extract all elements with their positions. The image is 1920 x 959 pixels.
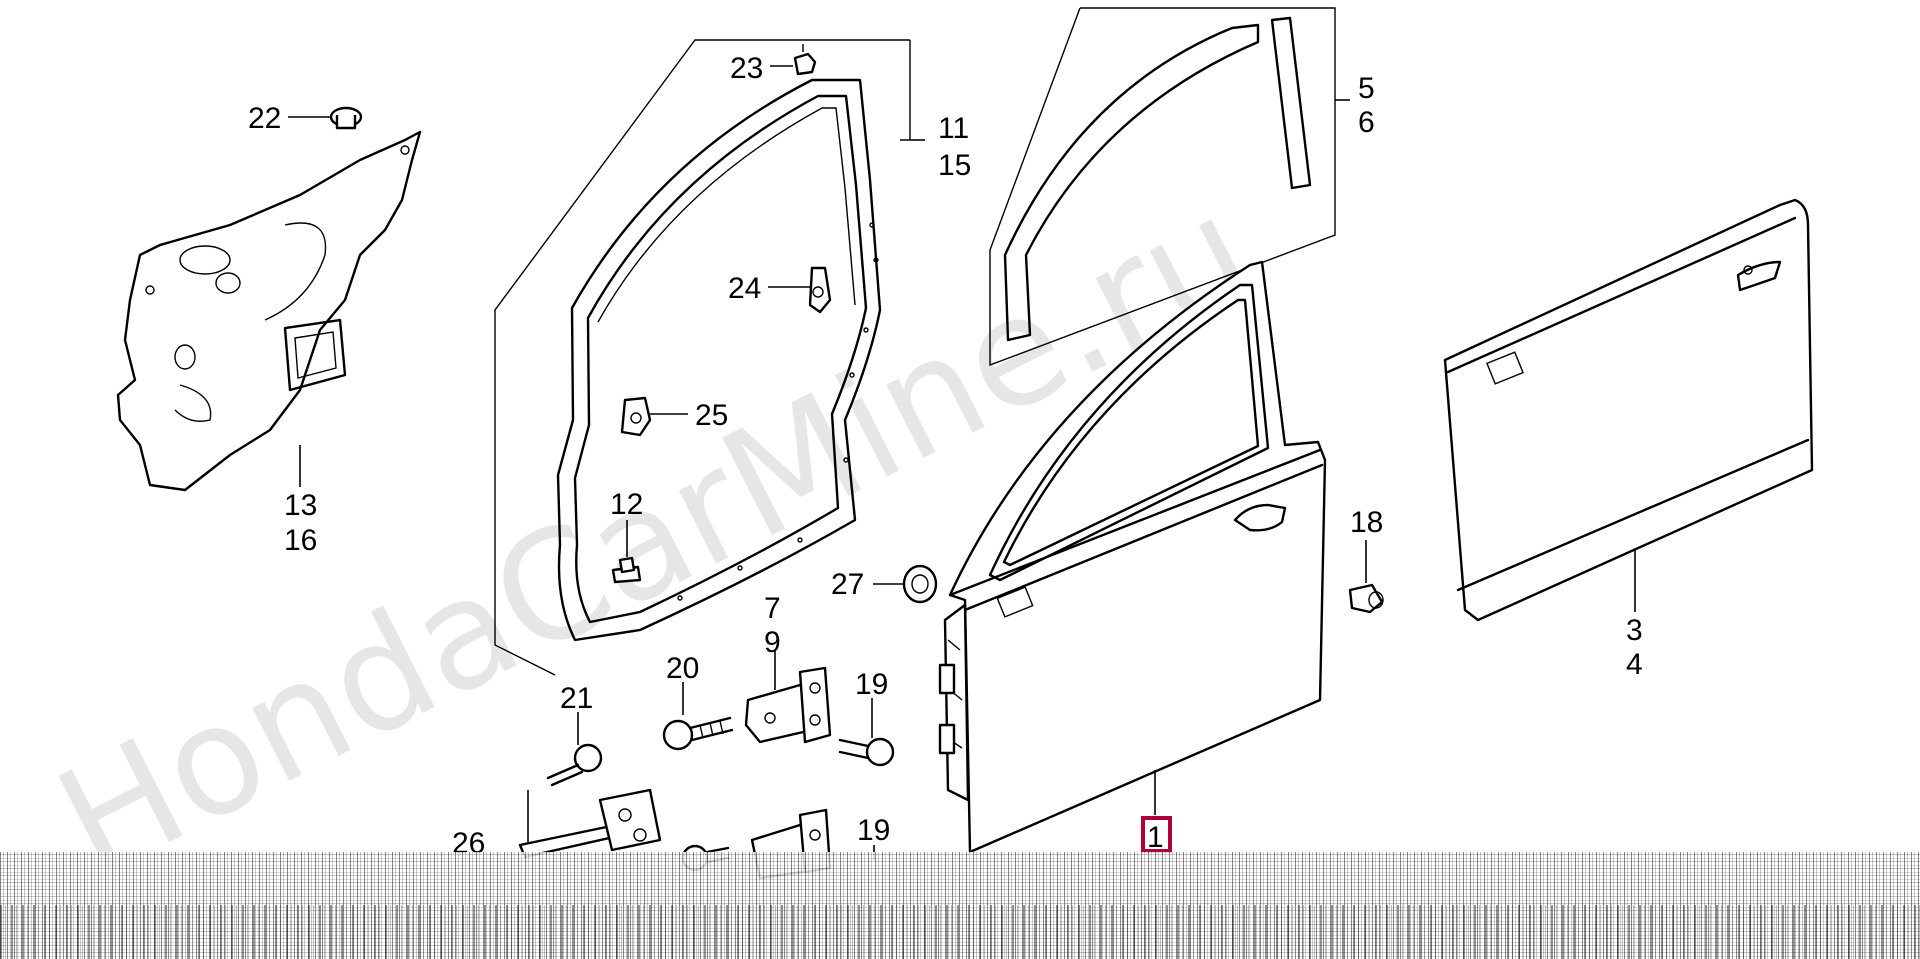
callout-19-lower[interactable]: 19 <box>857 814 890 847</box>
weatherstrip-bracket-side <box>900 40 912 141</box>
callout-23[interactable]: 23 <box>730 52 763 85</box>
callout-18[interactable]: 18 <box>1350 506 1383 539</box>
callout-25[interactable]: 25 <box>695 399 728 432</box>
callout-12[interactable]: 12 <box>610 488 643 521</box>
callout-1[interactable]: 1 <box>1147 821 1164 854</box>
grommet-27[interactable] <box>902 564 938 604</box>
door-sheet-part[interactable] <box>116 130 422 492</box>
scan-noise-band-lower <box>0 905 1920 959</box>
callout-3[interactable]: 3 <box>1626 614 1643 647</box>
callout-5[interactable]: 5 <box>1358 72 1375 105</box>
callout-20[interactable]: 20 <box>666 652 699 685</box>
bolt-21[interactable] <box>546 743 603 787</box>
grommet-22[interactable] <box>329 106 363 130</box>
door-weatherstrip-part[interactable] <box>556 78 882 642</box>
callout-22[interactable]: 22 <box>248 102 281 135</box>
clip-12[interactable] <box>611 556 642 584</box>
callout-9[interactable]: 9 <box>764 626 781 659</box>
sash-bracket <box>989 7 1336 367</box>
weatherstrip-bracket <box>494 39 910 676</box>
door-checker-26[interactable] <box>518 788 662 859</box>
front-door-assembly-part[interactable] <box>938 260 1327 854</box>
callout-19-upper[interactable]: 19 <box>855 668 888 701</box>
callout-27[interactable]: 27 <box>831 568 864 601</box>
callout-7[interactable]: 7 <box>764 592 781 625</box>
callout-16[interactable]: 16 <box>284 524 317 557</box>
scan-noise-band <box>0 852 1920 959</box>
callout-13[interactable]: 13 <box>284 489 317 522</box>
callout-11[interactable]: 11 <box>938 112 969 145</box>
callout-21[interactable]: 21 <box>560 682 593 715</box>
callout-24[interactable]: 24 <box>728 272 761 305</box>
callout-4[interactable]: 4 <box>1626 648 1643 681</box>
bumper-18[interactable] <box>1348 583 1384 614</box>
callout-6[interactable]: 6 <box>1358 106 1375 139</box>
hinge-upper-7-9[interactable] <box>744 666 832 744</box>
bolt-20[interactable] <box>662 716 734 751</box>
clip-25[interactable] <box>620 396 652 437</box>
door-skin-part[interactable] <box>1443 198 1814 622</box>
sash-molding-part[interactable] <box>1003 16 1312 342</box>
clip-23[interactable] <box>793 44 817 76</box>
callout-15[interactable]: 15 <box>938 149 971 182</box>
clip-24[interactable] <box>808 266 832 314</box>
highlight-box-1 <box>1141 816 1172 853</box>
bolt-19-upper[interactable] <box>838 737 895 767</box>
